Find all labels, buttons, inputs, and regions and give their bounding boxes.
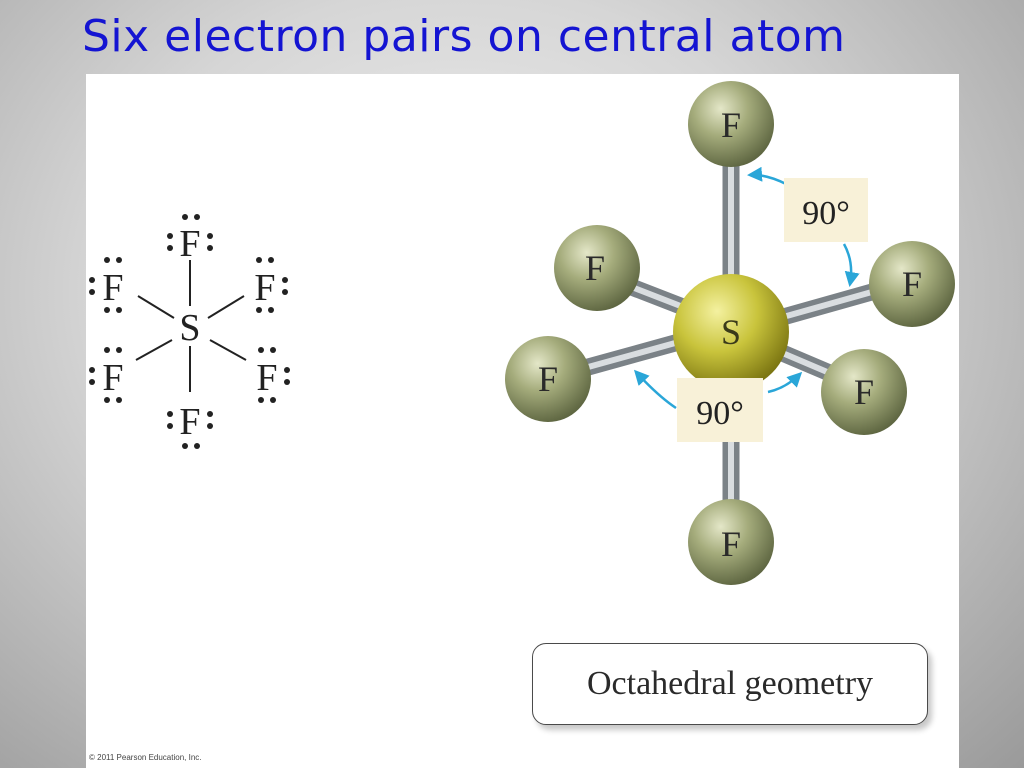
fluorine-lower-right: F bbox=[821, 349, 907, 435]
bond-lower-left-highlight bbox=[578, 337, 689, 372]
diagram-canvas: S F F F F F F bbox=[89, 81, 955, 585]
figure-panel: S F F F F F F bbox=[86, 74, 959, 768]
svg-text:F: F bbox=[721, 524, 741, 564]
lewis-lone-pairs bbox=[89, 214, 290, 449]
fluorine-upper-right: F bbox=[869, 241, 955, 327]
sulfur-atom: S bbox=[673, 274, 789, 390]
copyright-notice: © 2011 Pearson Education, Inc. bbox=[89, 753, 202, 762]
svg-text:F: F bbox=[902, 264, 922, 304]
lewis-fluorine-top: F bbox=[179, 223, 200, 265]
lewis-bond-upper-left bbox=[137, 295, 175, 319]
fluorine-bottom: F bbox=[688, 499, 774, 585]
svg-text:F: F bbox=[721, 105, 741, 145]
angle-label-lower: 90° bbox=[677, 378, 763, 442]
lewis-bond-lower-right bbox=[209, 339, 247, 361]
lewis-bond-upper-right bbox=[207, 295, 245, 319]
angle-arrow-lower-a bbox=[633, 369, 677, 410]
svg-text:F: F bbox=[538, 359, 558, 399]
angle-arrow-upper-a bbox=[747, 166, 787, 186]
ball-and-stick-model: F F F S F F bbox=[505, 81, 955, 585]
lewis-fluorine-bottom: F bbox=[179, 401, 200, 443]
svg-text:90°: 90° bbox=[802, 195, 850, 232]
angle-arrow-upper-b bbox=[842, 243, 860, 287]
slide-title: Six electron pairs on central atom bbox=[82, 11, 846, 62]
caption-box: Octahedral geometry bbox=[532, 643, 928, 725]
bond-upper-right-highlight bbox=[773, 285, 889, 322]
lewis-sulfur-atom: S bbox=[179, 307, 200, 349]
lewis-fluorine-lower-right: F bbox=[256, 357, 277, 399]
fluorine-upper-left: F bbox=[554, 225, 640, 311]
svg-text:F: F bbox=[585, 248, 605, 288]
svg-text:90°: 90° bbox=[696, 395, 744, 432]
svg-text:S: S bbox=[721, 312, 741, 352]
lewis-structure: S F F F F F F bbox=[89, 214, 290, 449]
lewis-fluorine-lower-left: F bbox=[102, 357, 123, 399]
svg-text:F: F bbox=[854, 372, 874, 412]
lewis-bond-lower-left bbox=[135, 339, 173, 361]
lewis-fluorine-upper-right: F bbox=[254, 267, 275, 309]
angle-arrow-lower-b bbox=[767, 371, 803, 394]
fluorine-top: F bbox=[688, 81, 774, 167]
angle-label-upper: 90° bbox=[784, 178, 868, 242]
caption-text: Octahedral geometry bbox=[586, 665, 874, 702]
lewis-bonds bbox=[135, 260, 247, 392]
fluorine-lower-left: F bbox=[505, 336, 591, 422]
lewis-fluorine-upper-left: F bbox=[102, 267, 123, 309]
